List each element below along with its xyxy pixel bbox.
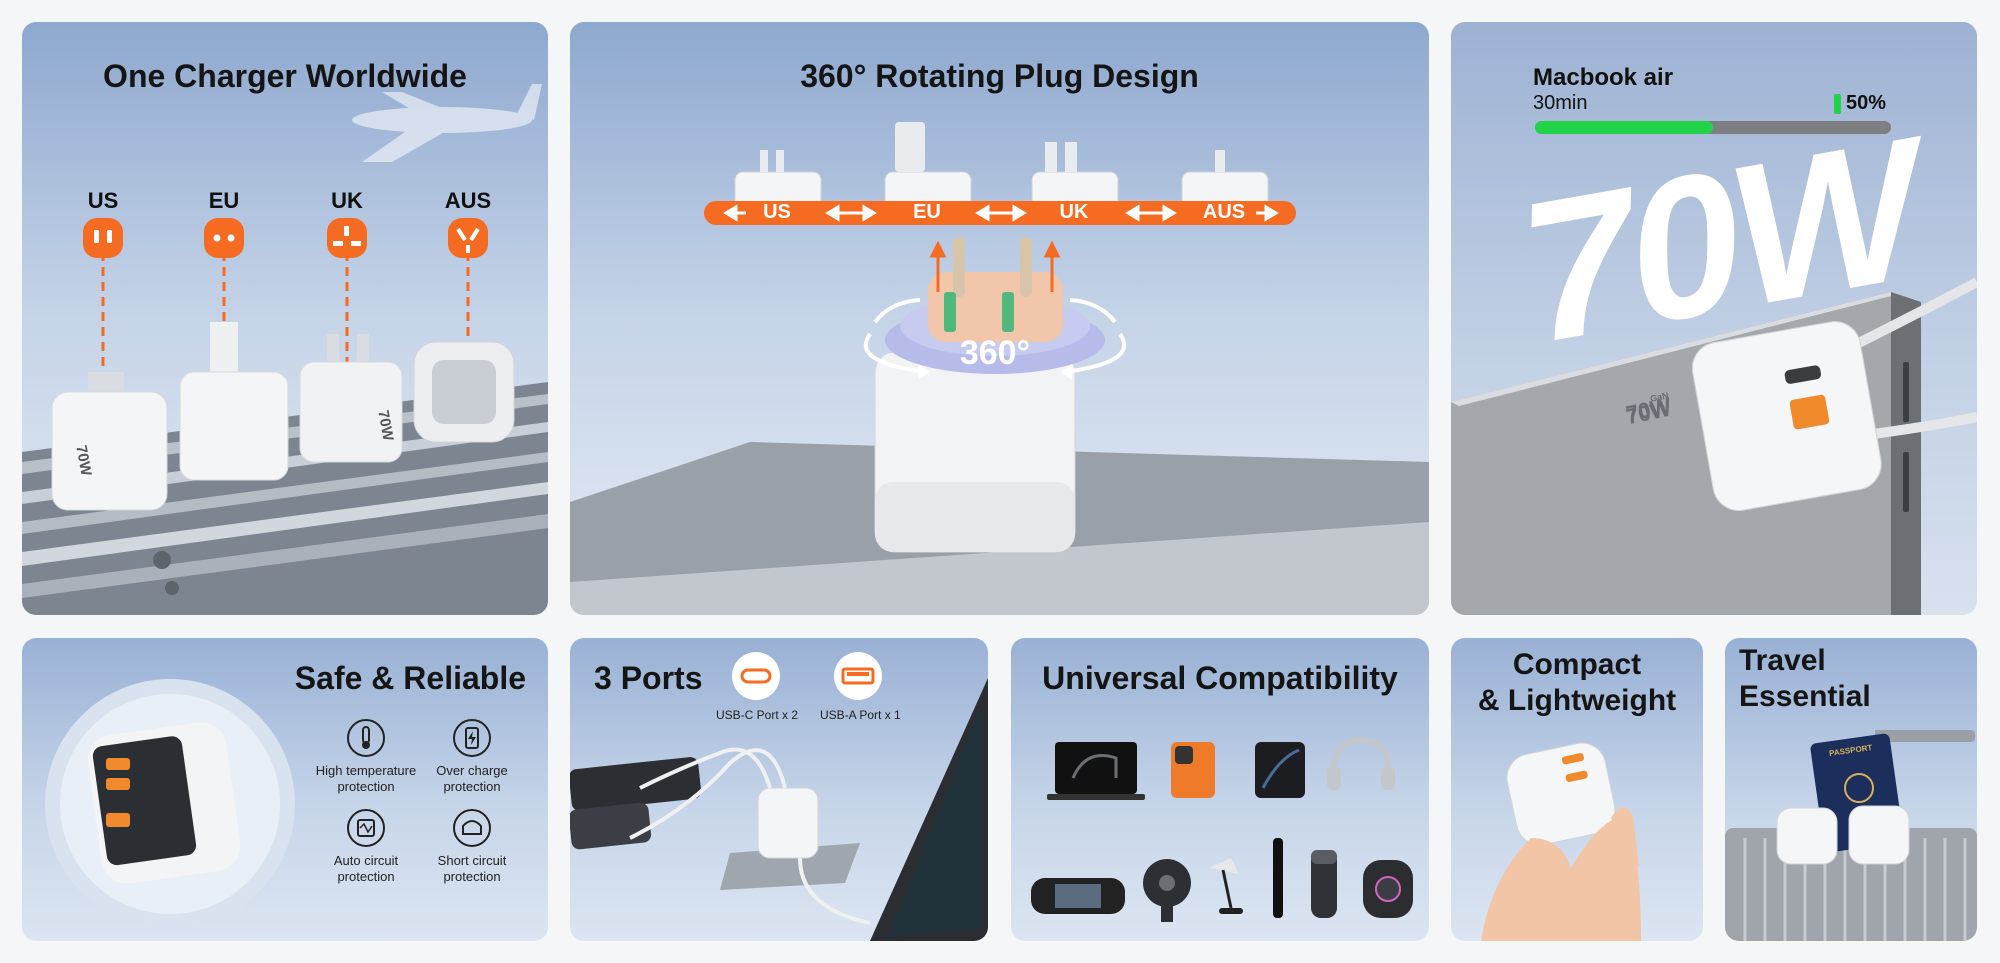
battery-progress-fill [1535, 121, 1713, 134]
airplane-image [22, 84, 548, 615]
ice-charger-image [45, 679, 295, 929]
feature-label: Over charge [436, 763, 508, 778]
feature-label: protection [443, 779, 501, 794]
usb-a-port-icon [834, 652, 882, 700]
charger-us-image [51, 372, 168, 511]
phones-and-laptop-illustration [570, 678, 988, 941]
feature-label: protection [337, 779, 395, 794]
feature-label: High temperature [315, 763, 417, 778]
feature-label: protection [337, 869, 395, 884]
feature-label: Short circuit [437, 853, 507, 868]
game-console-icon [1031, 878, 1125, 914]
hand-holding-charger-image [1481, 742, 1641, 941]
thermometer-icon [347, 719, 385, 757]
panel-title-line2: & Lightweight [1477, 684, 1677, 717]
region-label-eu: EU [208, 188, 240, 213]
panel-travel-essential: Travel Essential PASSPORT [1725, 638, 1977, 941]
panel-title: 360° Rotating Plug Design [800, 58, 1199, 94]
tablet-icon [1255, 742, 1305, 798]
charger-uk-image [327, 334, 369, 364]
panel-title: 3 Ports [594, 660, 703, 696]
panel-compact-lightweight: Compact & Lightweight [1451, 638, 1703, 941]
feature-label: Auto circuit [333, 853, 399, 868]
suitcase-and-passport-image [1725, 730, 1977, 941]
region-label-aus: AUS [444, 188, 492, 213]
usb-a-port-label: USB-A Port x 1 [820, 708, 901, 722]
battery-progress-bar [1535, 121, 1891, 134]
battery-icon [453, 719, 491, 757]
eu-plug-icon [204, 218, 244, 258]
short-circuit-icon [453, 809, 491, 847]
us-plug-icon [83, 218, 123, 258]
device-icons [1031, 736, 1413, 922]
panel-title: Safe & Reliable [294, 660, 526, 696]
panel-universal-compatibility: Universal Compatibility [1011, 638, 1429, 941]
lamp-icon [1209, 858, 1243, 914]
usb-c-port-icon [732, 652, 780, 700]
phone-icon [1171, 742, 1215, 798]
speaker-icon [1363, 860, 1413, 918]
charge-time: 30min [1533, 92, 1588, 114]
charger-eu-image [179, 322, 289, 481]
laptop-icon [1047, 742, 1145, 800]
rot-region-label-eu: EU [913, 201, 941, 223]
usb-c-port-label: USB-C Port x 2 [716, 708, 799, 722]
rotation-label: 360° [959, 334, 1031, 372]
toothbrush-icon [1273, 838, 1283, 918]
panel-title: Universal Compatibility [1042, 660, 1398, 696]
headphones-icon [1327, 736, 1395, 790]
battery-percent: 50% [1846, 92, 1887, 114]
rot-region-label-uk: UK [1059, 201, 1089, 223]
panel-3-ports: 3 Ports USB-C Port x 2 USB-A Port x 1 [570, 638, 988, 941]
region-label-us: US [87, 188, 119, 213]
panel-one-charger-worldwide: One Charger Worldwide [22, 22, 548, 615]
device-name: Macbook air [1533, 64, 1674, 91]
rotating-plug-illustration [570, 122, 1429, 615]
macbook-charger-image [1691, 321, 1882, 511]
chip-icon [347, 809, 385, 847]
uk-plug-icon [327, 218, 367, 258]
panel-rotating-plug: 360° Rotating Plug Design [570, 22, 1429, 615]
rot-region-label-aus: AUS [1202, 201, 1246, 223]
shaver-icon [1311, 850, 1337, 918]
aus-plug-icon [448, 218, 488, 258]
panel-title: One Charger Worldwide [103, 58, 467, 94]
panel-title-line1: Travel [1739, 644, 1826, 677]
fan-icon [1143, 859, 1191, 922]
feature-label: protection [443, 869, 501, 884]
rot-region-label-us: US [763, 201, 791, 223]
battery-icon [1834, 94, 1841, 114]
panel-title-line1: Compact [1512, 648, 1642, 681]
panel-title-line2: Essential [1739, 680, 1871, 713]
charger-aus-image [413, 341, 515, 443]
region-label-uk: UK [331, 188, 363, 213]
